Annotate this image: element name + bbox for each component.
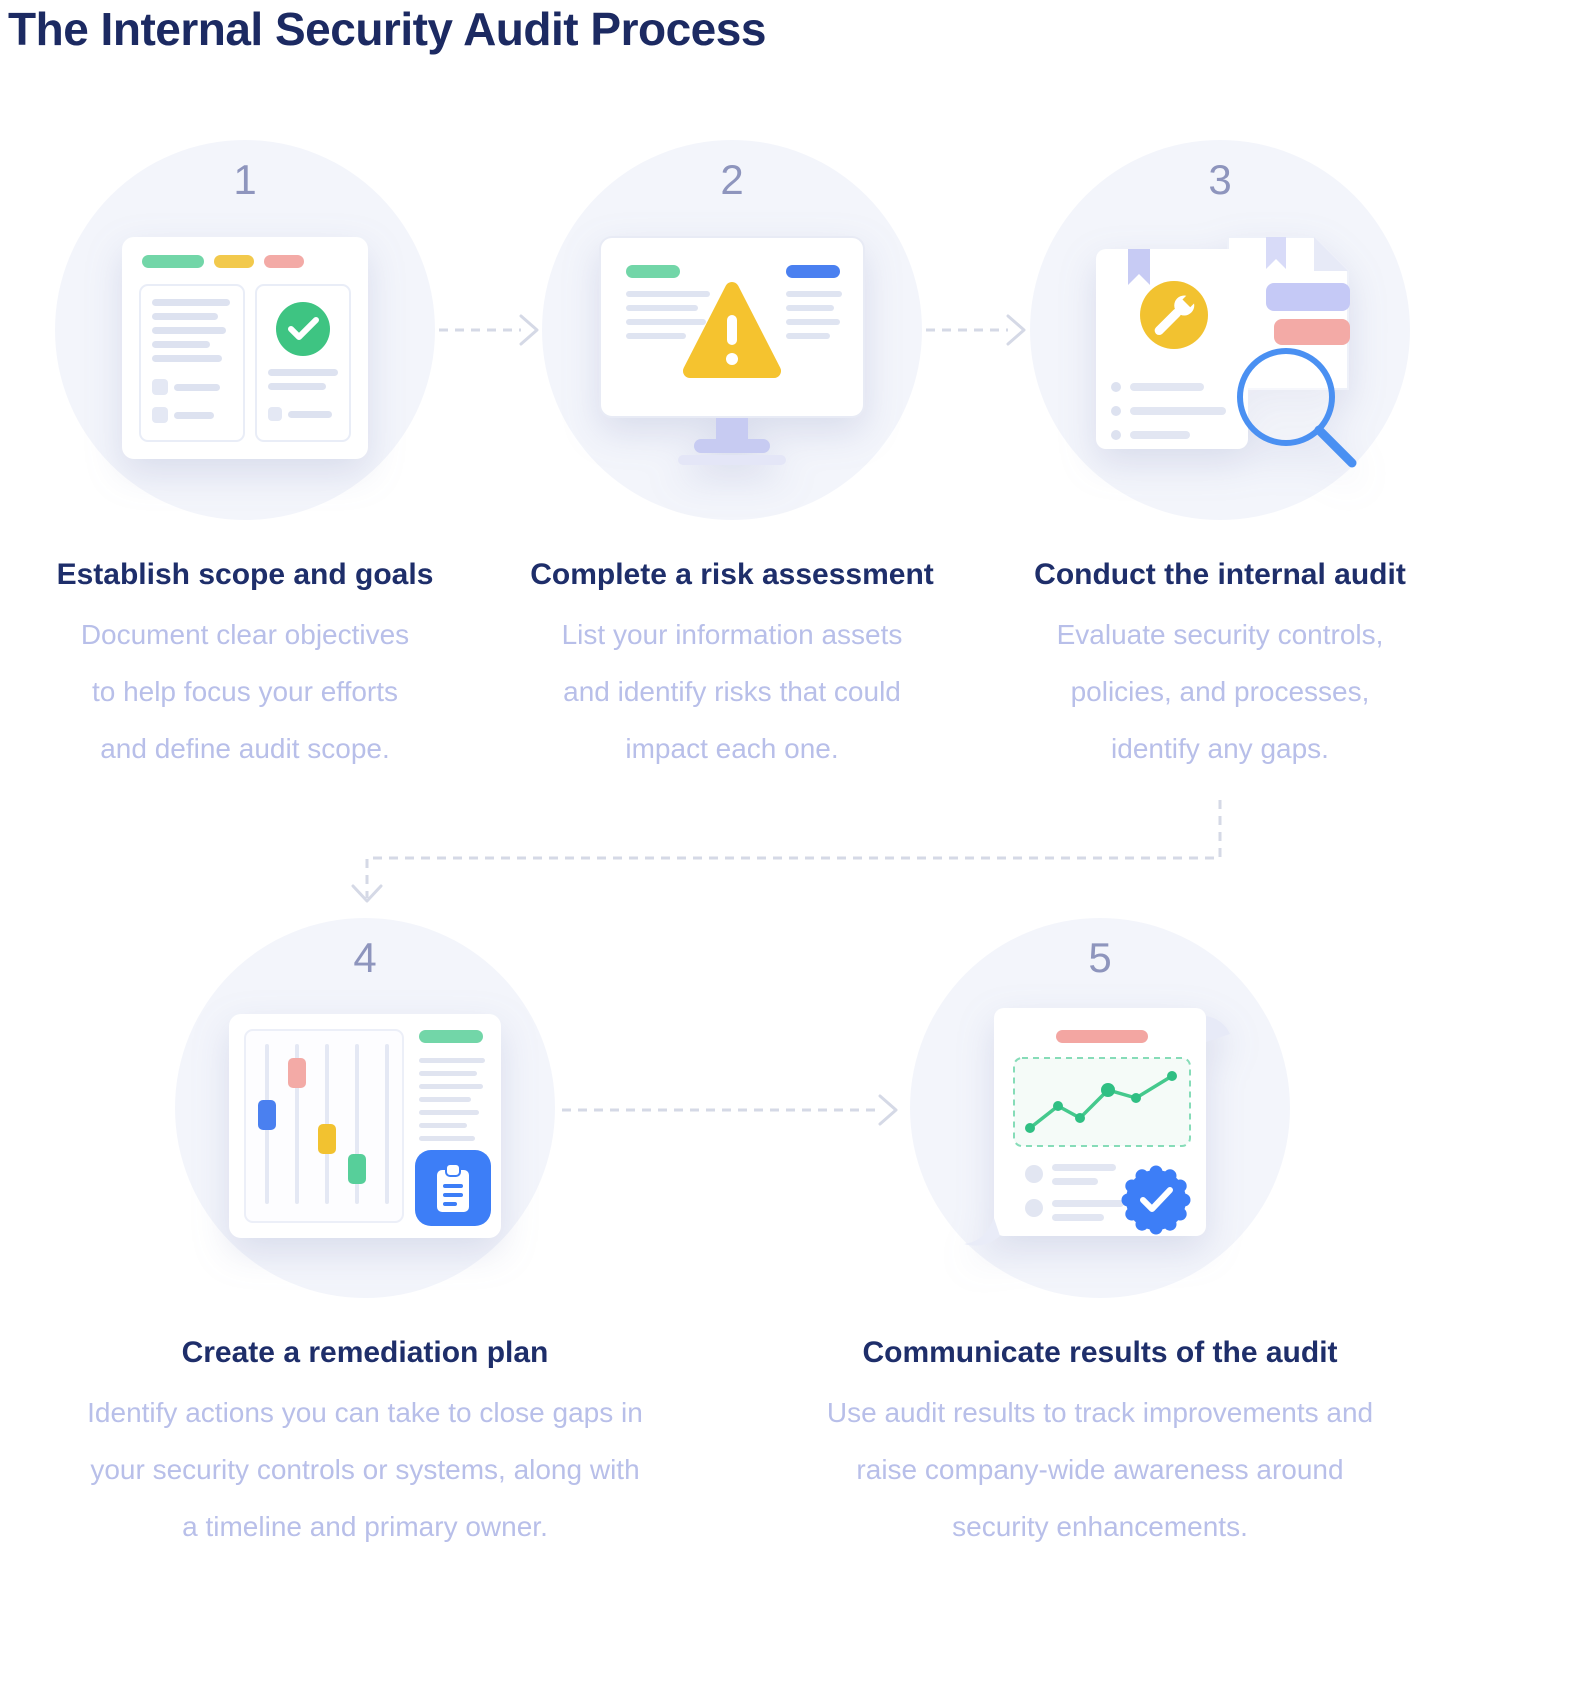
step-2-risk-assessment: 2: [502, 140, 962, 777]
bookmark-ribbon-icon: [1128, 249, 1150, 285]
step-2-number: 2: [720, 156, 744, 203]
step-3-internal-audit: 3: [990, 140, 1450, 777]
sliders-clipboard-illustration: [229, 1014, 501, 1238]
step-5-description: Use audit results to track improvements …: [826, 1397, 1374, 1542]
magnifier-icon: [1237, 348, 1357, 468]
bookmark-ribbon-icon: [1266, 237, 1286, 269]
monitor-warning-illustration: [599, 236, 865, 465]
step-5-communicate-results: 5: [755, 918, 1445, 1555]
step-3-number: 3: [1208, 156, 1232, 203]
step-1-circle: 1: [55, 140, 435, 520]
step-1-number: 1: [233, 156, 257, 203]
clipboard-icon: [415, 1150, 491, 1226]
document-checklist-illustration: [122, 237, 368, 459]
step-2-circle: 2: [542, 140, 922, 520]
step-2-title: Complete a risk assessment: [530, 558, 934, 591]
check-circle-icon: [276, 302, 330, 356]
line-chart-icon: [1013, 1057, 1191, 1147]
step-1-establish-scope: 1: [15, 140, 475, 777]
step-3-description: Evaluate security controls, policies, an…: [1056, 619, 1384, 764]
step-4-remediation-plan: 4: [15, 918, 715, 1555]
arrow-step4-to-step5: [562, 1094, 898, 1126]
arrow-step2-to-step3: [926, 314, 1026, 346]
page-title: The Internal Security Audit Process: [8, 3, 766, 55]
step-5-circle: 5: [910, 918, 1290, 1298]
audit-documents-magnifier-illustration: [1096, 236, 1357, 468]
step-4-description: Identify actions you can take to close g…: [87, 1397, 643, 1542]
arrow-step3-to-step4: [351, 800, 1222, 903]
step-3-title: Conduct the internal audit: [1034, 558, 1406, 591]
step-5-number: 5: [1088, 934, 1112, 981]
seal-check-icon: [1121, 1165, 1191, 1235]
report-chart-seal-illustration: [964, 1008, 1230, 1246]
step-4-circle: 4: [175, 918, 555, 1298]
step-3-circle: 3: [1030, 140, 1410, 520]
arrow-step1-to-step2: [439, 314, 539, 346]
step-1-description: Document clear objectives to help focus …: [80, 619, 410, 764]
sliders-icon: [258, 1044, 389, 1204]
step-4-number: 4: [353, 934, 377, 981]
wrench-icon: [1140, 281, 1208, 349]
step-5-title: Communicate results of the audit: [862, 1336, 1338, 1369]
step-4-title: Create a remediation plan: [181, 1336, 549, 1369]
step-2-description: List your information assets and identif…: [561, 619, 903, 764]
warning-triangle-icon: [683, 282, 781, 378]
step-1-title: Establish scope and goals: [56, 558, 434, 591]
